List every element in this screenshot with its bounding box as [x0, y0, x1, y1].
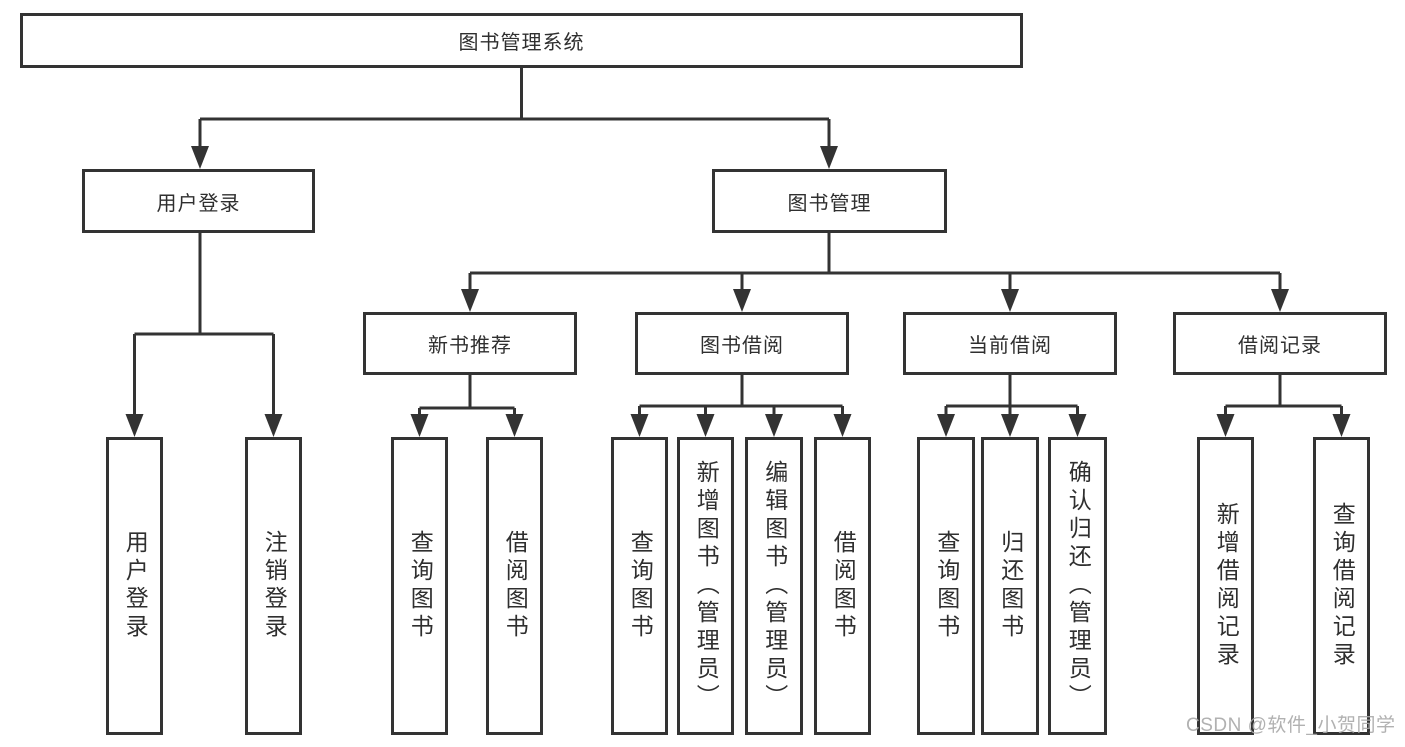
connector-current-to-children: [944, 375, 1079, 416]
arrowhead-icon: [696, 414, 715, 437]
node-label: 新增借阅记录: [1213, 502, 1240, 670]
arrowhead-icon: [410, 414, 429, 437]
connector-newbook-to-children: [418, 375, 516, 416]
node-label: 图书管理系统: [458, 32, 585, 54]
arrowhead-icon: [820, 146, 838, 169]
arrowhead-icon: [1001, 289, 1019, 312]
node-label: 借阅图书: [830, 530, 857, 642]
node-label: 归还图书: [997, 530, 1024, 642]
node-library-system: 图书管理系统: [20, 13, 1023, 68]
watermark: CSDN @软件_小贺同学: [1186, 715, 1396, 736]
node-label: 新增图书（管理员）: [693, 460, 720, 712]
node-leaf-logout: 注销登录: [245, 437, 302, 735]
connector-root-to-level2: [198, 68, 831, 148]
node-label: 用户登录: [156, 192, 241, 215]
node-leaf-query-books-current: 查询图书: [917, 437, 975, 735]
node-leaf-edit-books-admin: 编辑图书（管理员）: [745, 437, 803, 735]
connector-borrow-to-children: [638, 375, 844, 416]
node-label: 新书推荐: [428, 335, 512, 357]
arrowhead-icon: [1001, 414, 1019, 437]
arrowhead-icon: [1271, 289, 1289, 312]
node-leaf-user-login: 用户登录: [106, 437, 163, 735]
node-new-book-recommend: 新书推荐: [363, 312, 577, 375]
node-label: 查询图书: [627, 530, 654, 642]
node-leaf-query-borrow-record: 查询借阅记录: [1313, 437, 1370, 735]
node-borrowing-records: 借阅记录: [1173, 312, 1387, 375]
arrowhead-icon: [765, 414, 783, 437]
node-leaf-borrow-books: 借阅图书: [814, 437, 871, 735]
node-leaf-query-books-borrow: 查询图书: [611, 437, 668, 735]
arrowhead-icon: [630, 414, 649, 437]
node-label: 图书管理: [787, 192, 872, 215]
node-current-borrowing: 当前借阅: [903, 312, 1117, 375]
node-leaf-confirm-return-admin: 确认归还（管理员）: [1048, 437, 1107, 735]
node-label: 查询图书: [933, 530, 960, 642]
arrowhead-icon: [505, 414, 524, 437]
arrowhead-icon: [1332, 414, 1351, 437]
arrowhead-icon: [833, 414, 852, 437]
connector-login-to-children: [133, 233, 275, 416]
arrowhead-icon: [1068, 414, 1087, 437]
node-book-borrowing: 图书借阅: [635, 312, 849, 375]
node-book-management: 图书管理: [712, 169, 947, 233]
arrowhead-icon: [191, 146, 209, 169]
node-leaf-borrow-books-recommend: 借阅图书: [486, 437, 543, 735]
arrowhead-icon: [733, 289, 751, 312]
node-leaf-return-books: 归还图书: [981, 437, 1039, 735]
node-label: 查询图书: [407, 530, 434, 642]
arrowhead-icon: [264, 414, 283, 437]
node-label: 查询借阅记录: [1329, 502, 1356, 670]
node-label: 图书借阅: [700, 335, 784, 357]
node-leaf-query-books-recommend: 查询图书: [391, 437, 448, 735]
node-label: 借阅记录: [1238, 335, 1322, 357]
connector-records-to-children: [1224, 375, 1343, 416]
connector-mgmt-to-level3: [468, 233, 1282, 291]
node-leaf-add-borrow-record: 新增借阅记录: [1197, 437, 1254, 735]
node-leaf-add-books-admin: 新增图书（管理员）: [677, 437, 734, 735]
node-user-login: 用户登录: [82, 169, 315, 233]
node-label: 用户登录: [122, 530, 149, 642]
node-label: 确认归还（管理员）: [1065, 460, 1092, 712]
node-label: 编辑图书（管理员）: [761, 460, 788, 712]
arrowhead-icon: [461, 289, 479, 312]
node-label: 借阅图书: [502, 530, 529, 642]
node-label: 注销登录: [261, 530, 288, 642]
node-label: 当前借阅: [968, 335, 1052, 357]
arrowhead-icon: [1216, 414, 1235, 437]
arrowhead-icon: [125, 414, 144, 437]
arrowhead-icon: [937, 414, 955, 437]
